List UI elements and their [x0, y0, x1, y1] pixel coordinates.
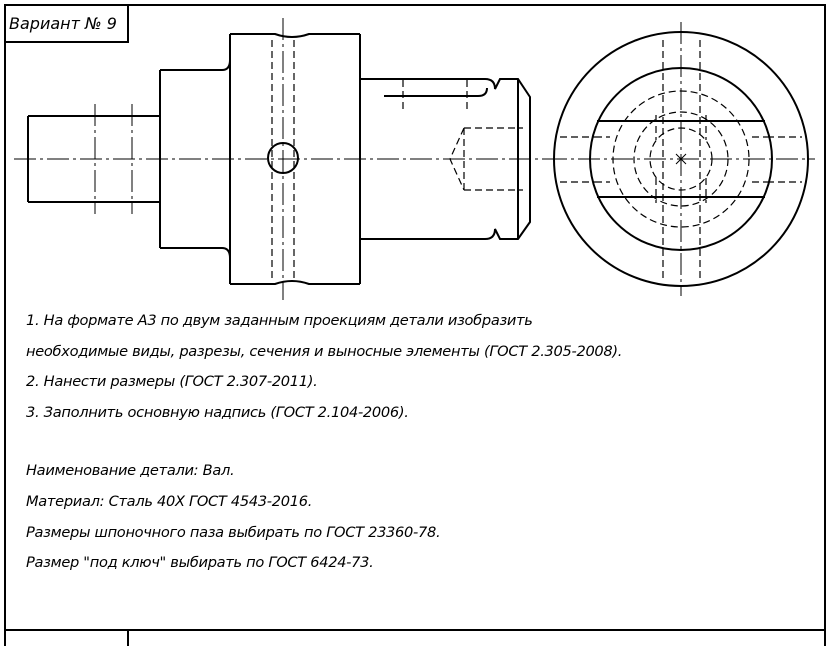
instruction-line-3: 2. Нанести размеры (ГОСТ 2.307-2011). [26, 373, 318, 391]
detail-name: Наименование детали: Вал. [26, 462, 235, 480]
variant-label: Вариант № 9 [9, 14, 117, 33]
instruction-line-2: необходимые виды, разрезы, сечения и вын… [26, 342, 623, 360]
front-view-center-lines [14, 18, 545, 300]
instruction-line-4: 3. Заполнить основную надпись (ГОСТ 2.10… [26, 403, 409, 421]
detail-wrench-size: Размер "под ключ" выбирать по ГОСТ 6424-… [26, 554, 374, 572]
detail-material: Материал: Сталь 40Х ГОСТ 4543-2016. [26, 492, 313, 510]
side-view-center-mark [675, 153, 687, 165]
notes-spacer [26, 428, 786, 456]
side-view-center-lines [545, 22, 815, 296]
instruction-line-1: 1. На формате А3 по двум заданным проекц… [26, 312, 533, 329]
task-notes: 1. На формате А3 по двум заданным проекц… [26, 306, 786, 579]
front-view-hidden-lines [271, 40, 523, 278]
detail-keyway: Размеры шпоночного паза выбирать по ГОСТ… [26, 523, 441, 541]
